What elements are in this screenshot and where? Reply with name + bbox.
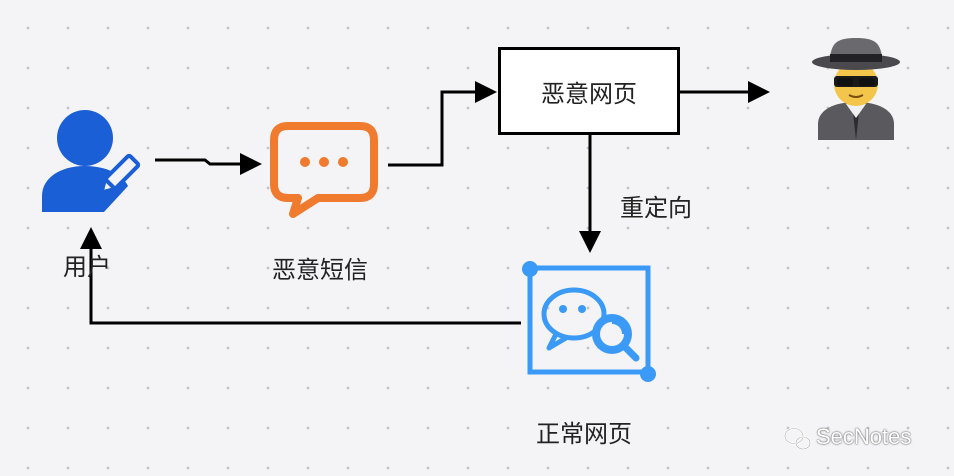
chat-bubble-icon [270,122,378,218]
wechat-search-icon [522,261,656,382]
watermark-text: SecNotes [816,424,912,449]
edge-user-to-sms [155,153,262,175]
user-edit-icon [42,110,141,212]
normal-page-label: 正常网页 [536,420,632,448]
sms-label: 恶意短信 [272,256,368,284]
edge-redirect [579,135,601,253]
spy-detective-emoji [812,38,900,140]
redirect-label: 重定向 [620,194,692,222]
edge-sms-to-malicious-page [388,81,497,167]
wechat-icon [784,427,811,450]
malicious-page-node: 恶意网页 [498,47,680,135]
malicious-page-label: 恶意网页 [541,79,637,108]
user-label: 用户 [63,253,111,281]
watermark: SecNotes [782,424,911,450]
edge-normal-page-to-user [80,227,521,325]
edge-malicious-page-to-attacker [680,81,770,103]
